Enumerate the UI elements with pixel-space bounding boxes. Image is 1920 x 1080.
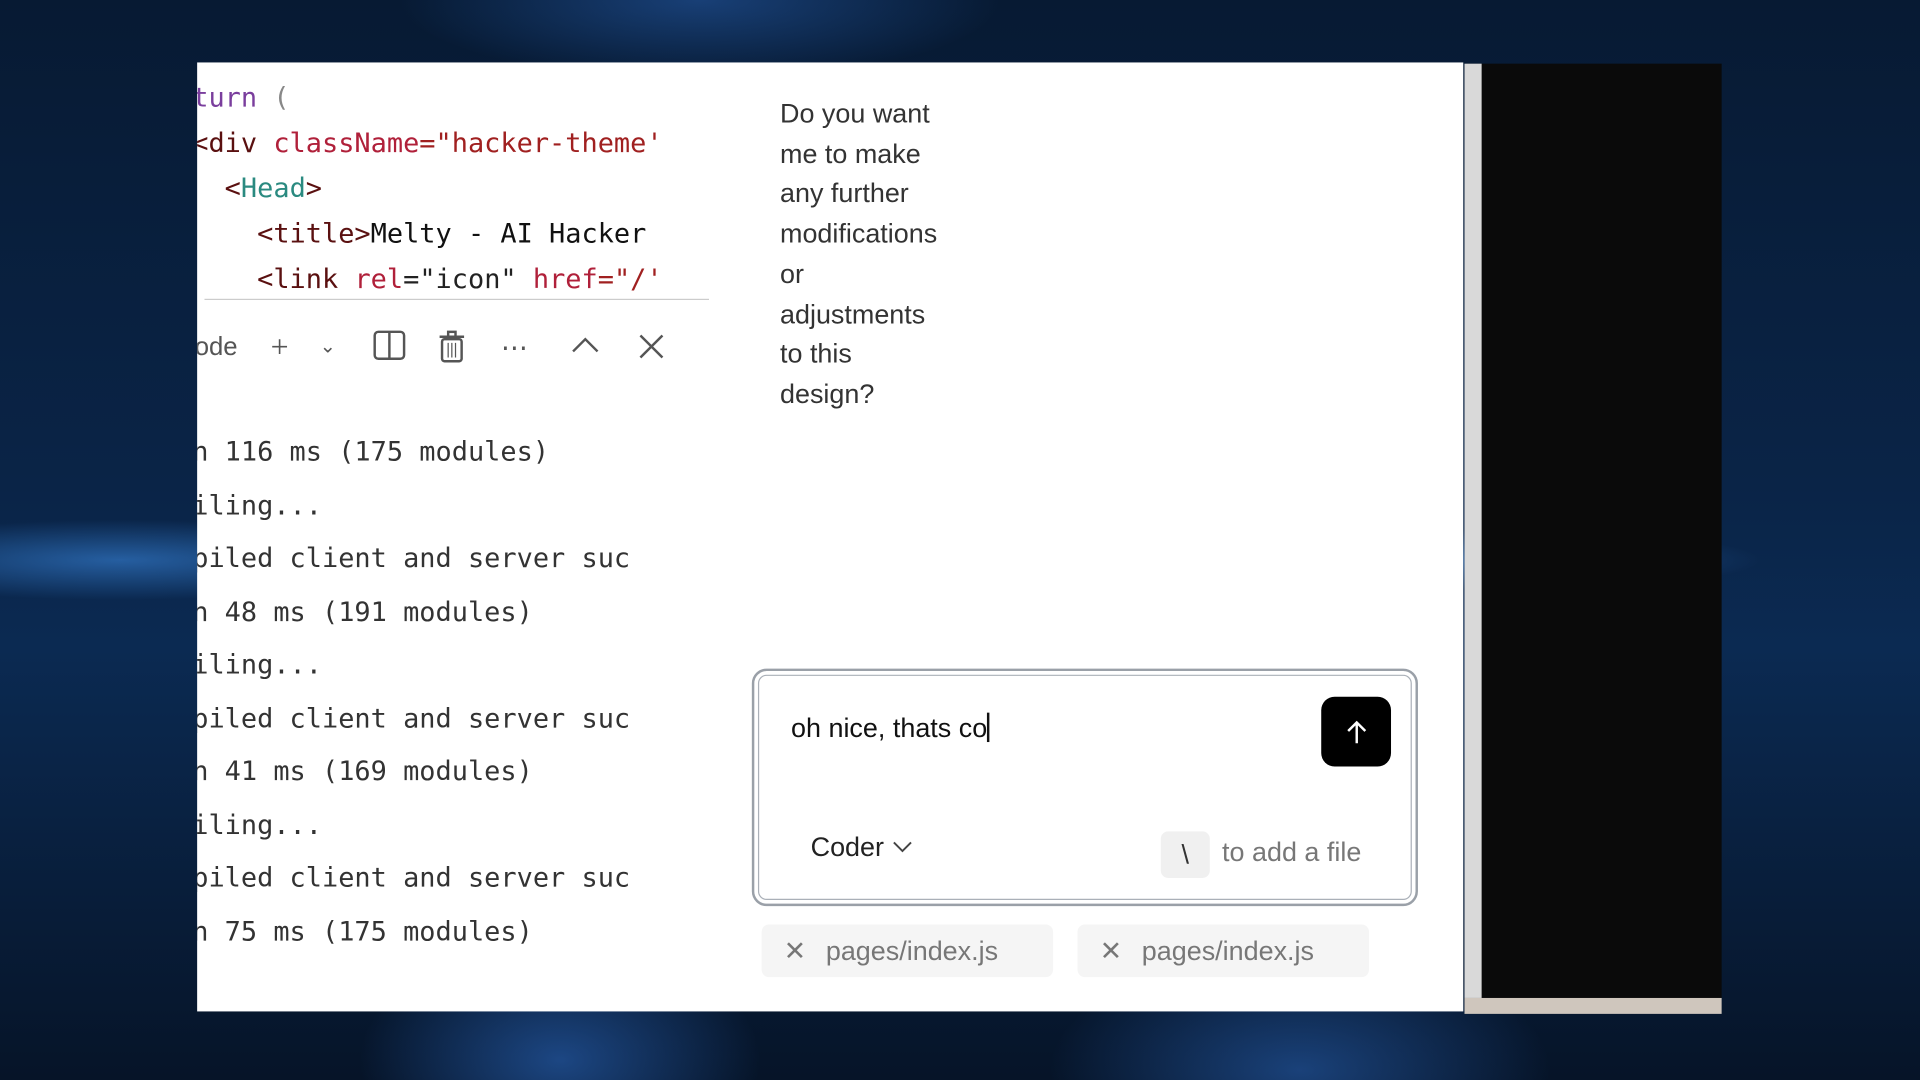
send-button[interactable] <box>1321 696 1392 767</box>
code-token: ( <box>257 83 290 114</box>
code-token: turn <box>197 83 258 114</box>
code-line: <title>Melty - AI Hacker <box>197 219 646 250</box>
message-line: design? <box>780 378 875 409</box>
panel-divider <box>204 298 709 301</box>
terminal-line: n 48 ms (191 modules) <box>197 596 533 628</box>
terminal-line: piled client and server suc <box>197 863 631 894</box>
file-name: pages/index.js <box>1141 934 1314 966</box>
terminal-line: piled client and server suc <box>197 703 631 735</box>
chevron-down-icon <box>893 841 912 853</box>
code-token: ="/' <box>597 264 663 296</box>
close-icon[interactable] <box>637 329 666 369</box>
remove-file-icon[interactable]: ✕ <box>783 934 807 966</box>
code-token: className <box>257 128 420 160</box>
code-line: turn ( <box>197 83 289 114</box>
arrow-up-icon <box>1346 720 1366 743</box>
chevron-down-icon[interactable]: ⌄ <box>319 336 337 358</box>
attached-file-chip[interactable]: ✕ pages/index.js <box>761 924 1054 978</box>
code-token: Head <box>240 173 306 205</box>
code-token: Melty - AI Hacker <box>370 219 647 250</box>
code-token: rel <box>338 264 404 296</box>
assistant-message: Do you want me to make any further modif… <box>780 94 1000 414</box>
remove-file-icon[interactable]: ✕ <box>1099 934 1123 966</box>
terminal-line: n 41 ms (169 modules) <box>197 756 533 788</box>
chevron-up-icon[interactable] <box>569 329 601 369</box>
message-line: to this <box>780 338 852 369</box>
code-line: <div className="hacker-theme' <box>197 129 662 160</box>
message-line: modifications <box>780 218 938 249</box>
terminal-line: piled client and server suc <box>197 543 631 575</box>
more-icon[interactable]: ⋯ <box>500 331 528 363</box>
mode-dropdown[interactable]: Coder <box>789 820 973 874</box>
terminal-line: iling... <box>197 490 323 522</box>
file-shortcut-key: \ <box>1160 831 1210 878</box>
preview-panel <box>1464 63 1722 998</box>
code-token: <div <box>197 128 258 160</box>
code-token: < <box>224 173 241 205</box>
attached-file-chip[interactable]: ✕ pages/index.js <box>1077 924 1369 978</box>
chat-input-value[interactable]: oh nice, thats co <box>791 712 988 744</box>
code-line: <link rel="icon" href="/' <box>197 264 663 296</box>
message-line: any further <box>780 178 909 209</box>
code-token: <title> <box>197 219 371 250</box>
terminal-tab-label[interactable]: ode <box>197 333 238 362</box>
trash-icon[interactable] <box>438 329 465 372</box>
terminal-line: n 116 ms (175 modules) <box>197 437 550 468</box>
plus-icon[interactable]: + <box>270 329 289 365</box>
message-line: or <box>780 258 804 289</box>
preview-panel-edge <box>1464 997 1722 1014</box>
terminal-toolbar: ode + ⌄ ⋯ <box>197 329 711 366</box>
message-line: me to make <box>780 138 921 169</box>
terminal-line: iling... <box>197 810 323 841</box>
split-icon[interactable] <box>372 329 406 369</box>
message-line: Do you want <box>780 97 930 129</box>
code-token: ="icon" <box>403 264 517 296</box>
terminal-line: n 75 ms (175 modules) <box>197 916 533 948</box>
terminal-line: iling... <box>197 650 323 681</box>
file-name: pages/index.js <box>825 934 999 966</box>
message-line: adjustments <box>780 298 926 329</box>
code-token: ="hacker-theme' <box>419 128 663 160</box>
code-token: <link <box>197 264 339 296</box>
text-caret <box>987 712 990 743</box>
editor-window: turn ( <div className="hacker-theme' <Hea… <box>197 62 1464 1012</box>
add-file-hint: to add a file <box>1222 836 1362 867</box>
mode-selected: Coder <box>810 831 884 863</box>
code-token: href <box>516 264 598 296</box>
code-token: > <box>305 173 323 205</box>
code-line: <Head> <box>197 174 322 205</box>
chat-input-box[interactable]: oh nice, thats co Coder \ to add a file <box>751 668 1418 907</box>
chat-input[interactable]: oh nice, thats co <box>791 712 990 745</box>
